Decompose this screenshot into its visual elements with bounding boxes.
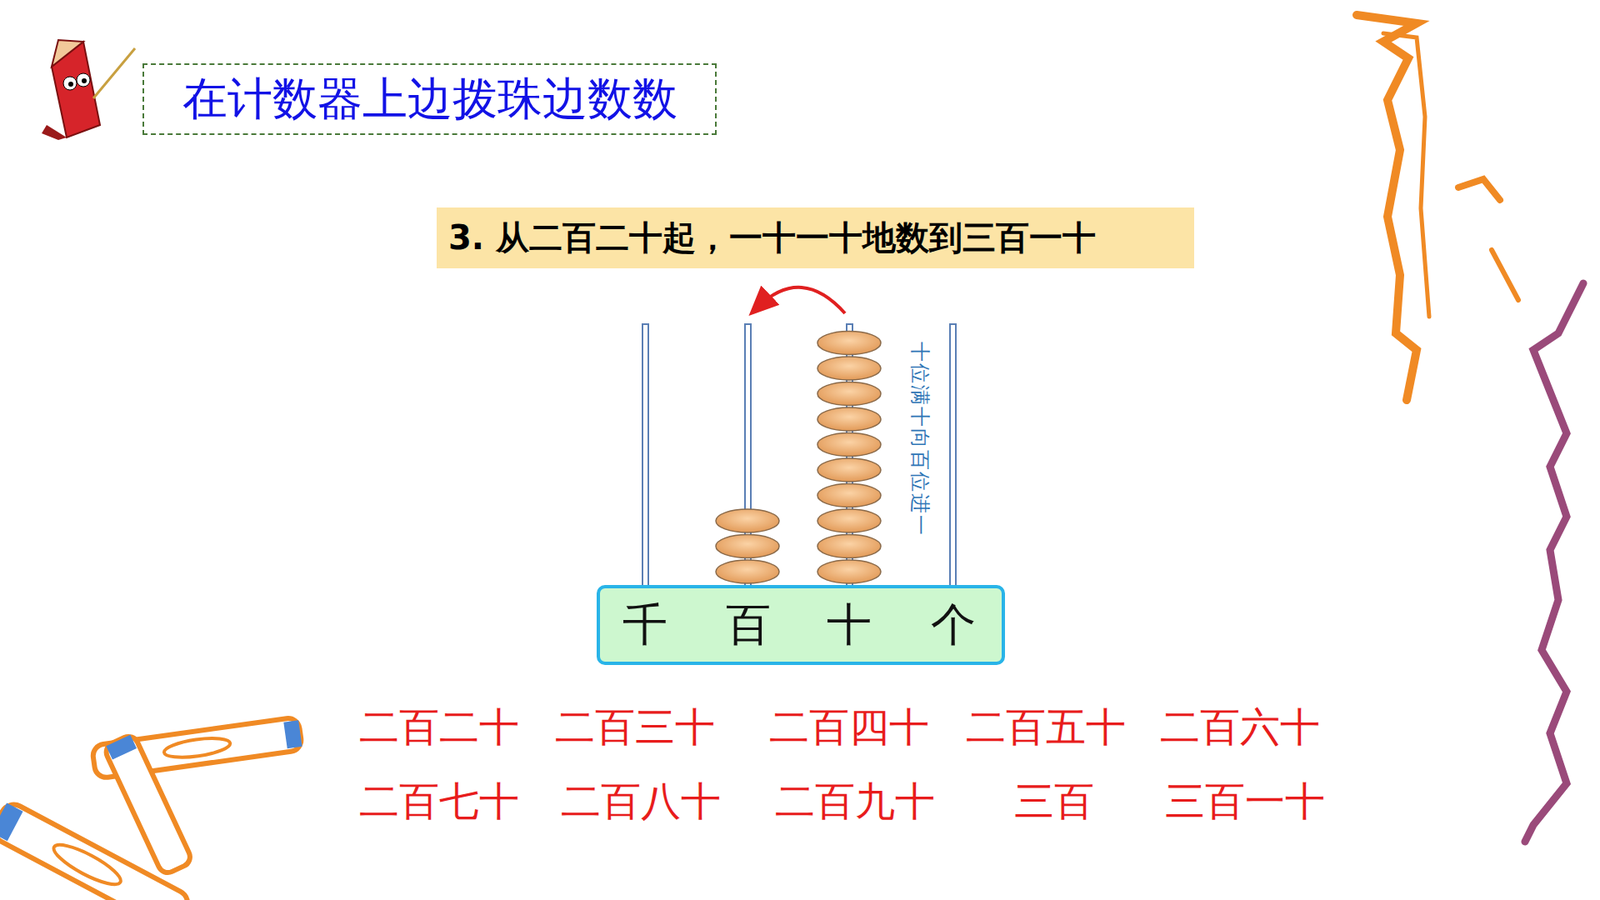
title-text: 在计数器上边拨珠边数数 — [182, 69, 678, 130]
abacus-bead — [817, 458, 881, 482]
count-number: 二百六十 — [1160, 703, 1320, 750]
abacus-bead — [817, 560, 881, 584]
pencil-icon — [41, 40, 135, 140]
decor-scribble — [1356, 15, 1584, 842]
task-text: 3. 从二百二十起，一十一十地数到三百一十 — [448, 215, 1096, 261]
count-number: 二百三十 — [555, 703, 715, 750]
crayons — [0, 716, 303, 900]
count-number: 二百九十 — [775, 777, 935, 825]
abacus-bead — [817, 509, 881, 533]
abacus-rods — [642, 324, 956, 588]
abacus-bead — [817, 433, 881, 457]
abacus-bead — [817, 407, 881, 431]
carry-arrow — [758, 287, 845, 314]
carry-note: 十位满十向百位进一 — [906, 341, 934, 537]
place-label: 十 — [820, 598, 879, 652]
abacus-bead — [715, 509, 780, 533]
abacus-bead — [817, 356, 881, 380]
title-box: 在计数器上边拨珠边数数 — [142, 63, 717, 135]
count-number: 三百 — [1014, 777, 1095, 825]
count-number: 二百七十 — [359, 777, 520, 825]
task-band: 3. 从二百二十起，一十一十地数到三百一十 — [436, 207, 1195, 269]
place-label: 千 — [615, 598, 675, 652]
abacus-bead — [817, 382, 881, 406]
abacus-bead — [715, 560, 780, 584]
place-label: 个 — [924, 598, 983, 652]
abacus-bead — [817, 484, 881, 508]
abacus-bead — [817, 535, 881, 559]
count-number: 二百二十 — [359, 703, 520, 750]
abacus-beads — [715, 331, 881, 585]
count-number: 三百一十 — [1165, 777, 1325, 825]
place-label: 百 — [719, 598, 778, 652]
count-number: 二百八十 — [560, 777, 721, 825]
abacus-bead — [817, 331, 881, 355]
abacus-base: 千百十个 — [596, 585, 1005, 665]
count-number: 二百五十 — [965, 703, 1126, 750]
abacus-bead — [715, 535, 780, 559]
count-number: 二百四十 — [769, 703, 930, 750]
